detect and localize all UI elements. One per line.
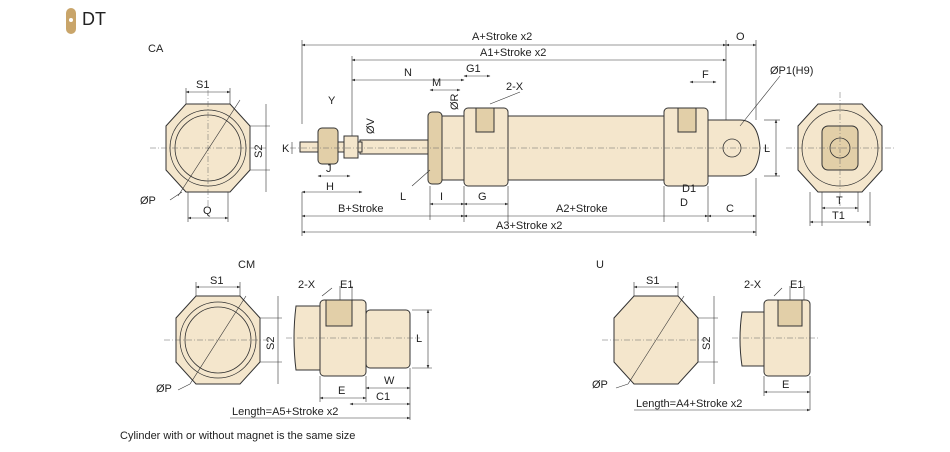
cm-l-label: L <box>416 333 422 345</box>
cm-p-label: ØP <box>156 383 172 395</box>
ca-view-label: CA <box>148 43 164 55</box>
u-s1-label: S1 <box>646 275 659 287</box>
ca-s1-label: S1 <box>196 79 209 91</box>
ca-p1-h9-label: ØP1(H9) <box>770 65 813 77</box>
cm-length-label: Length=A5+Stroke x2 <box>232 406 338 418</box>
ca-y-label: Y <box>328 95 336 107</box>
ca-view: CA S1 S2 ØP Q <box>140 31 896 236</box>
ca-h-label: H <box>326 181 334 193</box>
ca-k-label: K <box>282 143 290 155</box>
section-tag-icon <box>66 8 76 34</box>
ca-n-label: N <box>404 67 412 79</box>
u-e1-label: E1 <box>790 279 803 291</box>
ca-a1-stroke-label: A1+Stroke x2 <box>480 47 546 59</box>
cm-view-label: CM <box>238 259 255 271</box>
ca-s2-label: S2 <box>253 145 265 158</box>
cm-view: CM S1 S2 ØP 2-X <box>156 259 432 420</box>
u-end-view: S1 S2 ØP <box>592 275 718 391</box>
cm-e-label: E <box>338 385 345 397</box>
cm-end-view: S1 S2 ØP <box>156 275 282 395</box>
ca-left-end-view: S1 S2 ØP Q <box>140 79 270 222</box>
ca-d1-label: D1 <box>682 183 696 195</box>
u-e-label: E <box>782 379 789 391</box>
ca-g-label: G <box>478 191 487 203</box>
ca-f-label: F <box>702 69 709 81</box>
u-s2-label: S2 <box>701 337 713 350</box>
cm-s2-label: S2 <box>265 337 277 350</box>
ca-side-view: A+Stroke x2 O A1+Stroke x2 N M G1 2-X F … <box>282 31 813 236</box>
cm-c1-label: C1 <box>376 391 390 403</box>
ca-j-label: J <box>326 163 332 175</box>
ca-g1-label: G1 <box>466 63 481 75</box>
cm-w-label: W <box>384 375 395 387</box>
footnote: Cylinder with or without magnet is the s… <box>120 430 356 442</box>
ca-l-rod-label: L <box>400 191 406 203</box>
u-view: U S1 S2 ØP 2-X E1 <box>592 259 820 412</box>
ca-a-stroke-label: A+Stroke x2 <box>472 31 532 43</box>
u-side-view: 2-X E1 E Length=A4+Stroke x2 <box>634 279 820 412</box>
u-p-label: ØP <box>592 379 608 391</box>
ca-m-label: M <box>432 77 441 89</box>
ca-two-x-label: 2-X <box>506 81 524 93</box>
ca-d-label: D <box>680 197 688 209</box>
cm-e1-label: E1 <box>340 279 353 291</box>
ca-l-clevis-label: L <box>764 143 770 155</box>
u-two-x-label: 2-X <box>744 279 762 291</box>
ca-t1-label: T1 <box>832 210 845 222</box>
ca-b-stroke-label: B+Stroke <box>338 203 384 215</box>
ca-o-label: O <box>736 31 745 43</box>
ca-q-label: Q <box>203 205 212 217</box>
ca-i-label: I <box>440 191 443 203</box>
cm-s1-label: S1 <box>210 275 223 287</box>
cm-side-view: 2-X E1 L E W C1 Length=A5+Stroke x2 <box>230 279 432 420</box>
ca-v-label: ØV <box>365 117 377 134</box>
ca-p-label: ØP <box>140 195 156 207</box>
ca-a2-stroke-label: A2+Stroke <box>556 203 608 215</box>
ca-a3-stroke-label: A3+Stroke x2 <box>496 220 562 232</box>
cm-two-x-label: 2-X <box>298 279 316 291</box>
ca-right-end-view: T T1 <box>786 92 896 226</box>
ca-t-label: T <box>836 195 843 207</box>
ca-r-label: ØR <box>449 93 461 110</box>
u-length-label: Length=A4+Stroke x2 <box>636 398 742 410</box>
section-title: DT <box>82 9 106 29</box>
ca-c-label: C <box>726 203 734 215</box>
u-view-label: U <box>596 259 604 271</box>
